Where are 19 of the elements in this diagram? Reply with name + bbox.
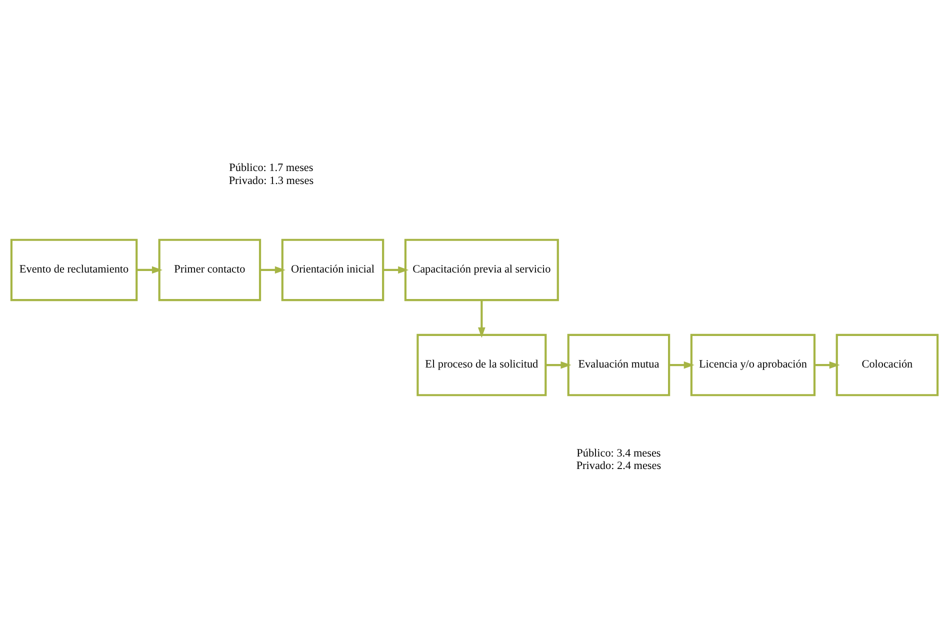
arrow [260, 266, 286, 274]
label: Público: 1.7 meses [229, 162, 314, 174]
node-box: Primer contacto [158, 238, 262, 302]
label: Público: 3.4 meses [576, 448, 661, 460]
node-box: Licencia y/o aprobación [690, 334, 816, 396]
arrow [383, 266, 409, 274]
arrow [136, 266, 162, 274]
arrow [814, 361, 840, 369]
arrow [546, 361, 572, 369]
node-box: Evaluación mutua [567, 334, 670, 396]
node-box: Evento de reclutamiento [10, 238, 138, 302]
node-box: Capacitación previa al servicio [404, 238, 559, 302]
node-box: Colocación [836, 334, 939, 396]
label: Privado: 1.3 meses [228, 174, 314, 187]
label: Privado: 2.4 meses [576, 460, 662, 472]
arrow [669, 361, 694, 369]
arrow [478, 300, 486, 338]
node-box: El proceso de la solicitud [416, 334, 547, 396]
node-box: Orientación inicial [281, 238, 384, 302]
